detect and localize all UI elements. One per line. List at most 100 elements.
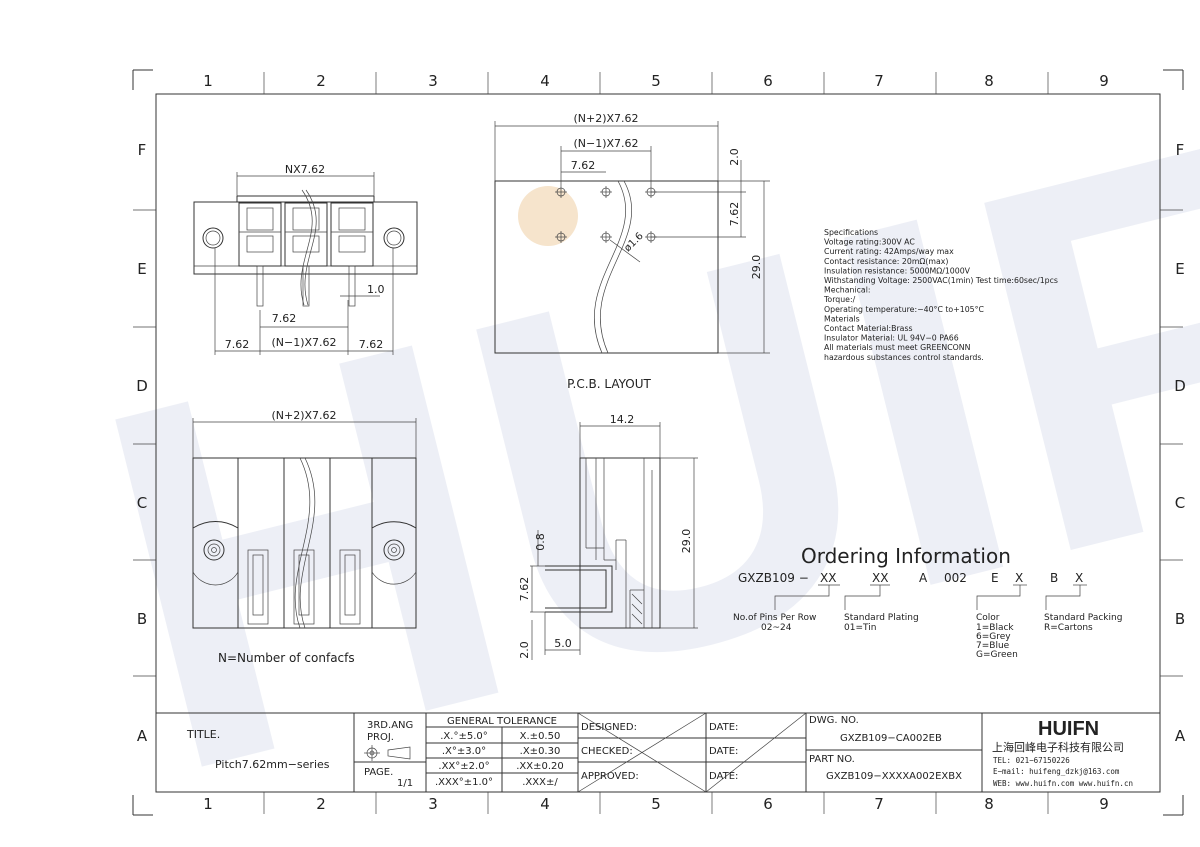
row-label-e: E bbox=[137, 260, 146, 278]
col-label-8: 8 bbox=[984, 72, 994, 90]
side-dim-width: 14.2 bbox=[610, 413, 635, 426]
ordering-information: Ordering Information GXZB109 − XX XX A 0… bbox=[733, 544, 1122, 660]
col-label-1: 1 bbox=[203, 72, 213, 90]
date-label-2: DATE: bbox=[709, 746, 738, 757]
row-label-d-right: D bbox=[1174, 377, 1186, 395]
part-label: PART NO. bbox=[809, 754, 855, 765]
dwg-value: GXZB109−CA002EB bbox=[840, 733, 942, 744]
col-label-4: 4 bbox=[540, 72, 550, 90]
ordering-color-7: 7=Blue bbox=[976, 641, 1010, 651]
ordering-plating-value: 01=Tin bbox=[844, 623, 876, 633]
front-dim-top: NX7.62 bbox=[285, 163, 325, 176]
spec-line: Insulation resistance: 5000MΩ/1000V bbox=[824, 266, 971, 275]
front-dim-mid: (N−1)X7.62 bbox=[271, 336, 336, 349]
ordering-color-g: G=Green bbox=[976, 650, 1018, 660]
company-tel: TEL: 021−67150226 bbox=[993, 756, 1070, 765]
col-label-6-bottom: 6 bbox=[763, 795, 773, 813]
front-dim-gap: 1.0 bbox=[367, 283, 385, 296]
dwg-label: DWG. NO. bbox=[809, 715, 859, 726]
front-view: NX7.62 7.62 1.0 7.62 (N−1)X7.62 7.62 bbox=[193, 163, 418, 355]
ordering-packing-label: Standard Packing bbox=[1044, 613, 1122, 623]
ordering-title: Ordering Information bbox=[801, 544, 1011, 568]
pcb-dim-vpitch: 7.62 bbox=[728, 202, 741, 227]
tol-linear-3: .XX±0.20 bbox=[516, 761, 564, 772]
col-label-9: 9 bbox=[1099, 72, 1109, 90]
row-label-f: F bbox=[138, 141, 147, 159]
top-dim-total: (N+2)X7.62 bbox=[271, 409, 336, 422]
row-label-c-right: C bbox=[1175, 494, 1185, 512]
ordering-e: E bbox=[991, 571, 999, 585]
col-label-2-bottom: 2 bbox=[316, 795, 326, 813]
col-label-6: 6 bbox=[763, 72, 773, 90]
pcb-dim-top: 2.0 bbox=[728, 148, 741, 166]
front-dim-pitch: 7.62 bbox=[272, 312, 297, 325]
spec-line: Current rating: 42Amps/way max bbox=[824, 247, 954, 256]
tolerance-header: GENERAL TOLERANCE bbox=[447, 716, 557, 727]
col-label-7-bottom: 7 bbox=[874, 795, 884, 813]
title-label: TITLE. bbox=[186, 728, 220, 741]
side-dim-height: 29.0 bbox=[680, 529, 693, 554]
date-label-3: DATE: bbox=[709, 771, 738, 782]
top-view: (N+2)X7.62 N=Number of confacfs bbox=[192, 409, 417, 665]
pcb-dim-total: (N+2)X7.62 bbox=[573, 112, 638, 125]
col-label-3-bottom: 3 bbox=[428, 795, 438, 813]
row-label-e-right: E bbox=[1175, 260, 1184, 278]
col-label-5: 5 bbox=[651, 72, 661, 90]
row-label-f-right: F bbox=[1176, 141, 1185, 159]
col-label-2: 2 bbox=[316, 72, 326, 90]
spec-line: All materials must meet GREENCONN bbox=[824, 343, 971, 352]
row-label-b-right: B bbox=[1175, 610, 1185, 628]
title-block: TITLE. Pitch7.62mm−series 3RD.ANG PROJ. … bbox=[156, 712, 1160, 793]
spec-line: Contact Material:Brass bbox=[824, 324, 913, 333]
row-label-c: C bbox=[137, 494, 147, 512]
row-label-d: D bbox=[136, 377, 148, 395]
ordering-x-1: X bbox=[1015, 571, 1023, 585]
tol-angle-4: .XXX°±1.0° bbox=[435, 777, 493, 788]
col-label-1-bottom: 1 bbox=[203, 795, 213, 813]
ordering-color-6: 6=Grey bbox=[976, 632, 1011, 642]
company-web: WEB: www.huifn.com www.huifn.cn bbox=[993, 779, 1133, 788]
ordering-xx-2: XX bbox=[872, 571, 888, 585]
front-dim-right: 7.62 bbox=[359, 338, 384, 351]
spec-line: Voltage rating:300V AC bbox=[824, 238, 915, 247]
spec-line: Torque:/ bbox=[823, 295, 856, 304]
pcb-dim-pitch: 7.62 bbox=[571, 159, 596, 172]
date-label-1: DATE: bbox=[709, 722, 738, 733]
checked-label: CHECKED: bbox=[581, 746, 633, 757]
tol-linear-4: .XXX±/ bbox=[522, 777, 558, 788]
pcb-layout: (N+2)X7.62 (N−1)X7.62 7.62 2.0 7.62 29.0… bbox=[494, 112, 770, 391]
ordering-a: A bbox=[919, 571, 928, 585]
ordering-color-1: 1=Black bbox=[976, 623, 1014, 633]
approved-label: APPROVED: bbox=[581, 771, 639, 782]
ordering-packing-value: R=Cartons bbox=[1044, 623, 1093, 633]
page-label: PAGE. bbox=[364, 767, 393, 778]
col-label-8-bottom: 8 bbox=[984, 795, 994, 813]
col-label-5-bottom: 5 bbox=[651, 795, 661, 813]
side-view: 14.2 29.0 0.8 7.62 2.0 5.0 bbox=[518, 413, 698, 660]
ordering-pins-range: 02~24 bbox=[761, 623, 792, 633]
row-label-a-right: A bbox=[1175, 727, 1186, 745]
proj-label-2: PROJ. bbox=[367, 732, 394, 743]
ordering-002: 002 bbox=[944, 571, 967, 585]
ordering-plating-label: Standard Plating bbox=[844, 613, 919, 623]
spec-line: Materials bbox=[824, 314, 860, 323]
pcb-dim-mid: (N−1)X7.62 bbox=[573, 137, 638, 150]
side-dim-50: 5.0 bbox=[554, 637, 572, 650]
spec-line: hazardous substances control standards. bbox=[824, 353, 984, 362]
side-dim-762: 7.62 bbox=[518, 577, 531, 602]
tol-angle-1: .X.°±5.0° bbox=[440, 731, 488, 742]
ordering-b: B bbox=[1050, 571, 1058, 585]
company-name: 上海回峰电子科技有限公司 bbox=[992, 740, 1124, 754]
tol-angle-3: .XX°±2.0° bbox=[438, 761, 489, 772]
page-value: 1/1 bbox=[397, 778, 413, 789]
side-dim-20: 2.0 bbox=[518, 641, 531, 659]
ordering-pins-label: No.of Pins Per Row bbox=[733, 613, 816, 623]
col-label-9-bottom: 9 bbox=[1099, 795, 1109, 813]
row-label-a: A bbox=[137, 727, 148, 745]
zone-labels: 1 2 3 4 5 6 7 8 9 1 2 3 4 5 6 7 8 9 F E … bbox=[136, 72, 1186, 813]
ordering-prefix: GXZB109 − bbox=[738, 571, 809, 585]
spec-line: Specifications bbox=[824, 228, 878, 237]
spec-line: Insulator Material: UL 94V−0 PA66 bbox=[824, 334, 959, 343]
